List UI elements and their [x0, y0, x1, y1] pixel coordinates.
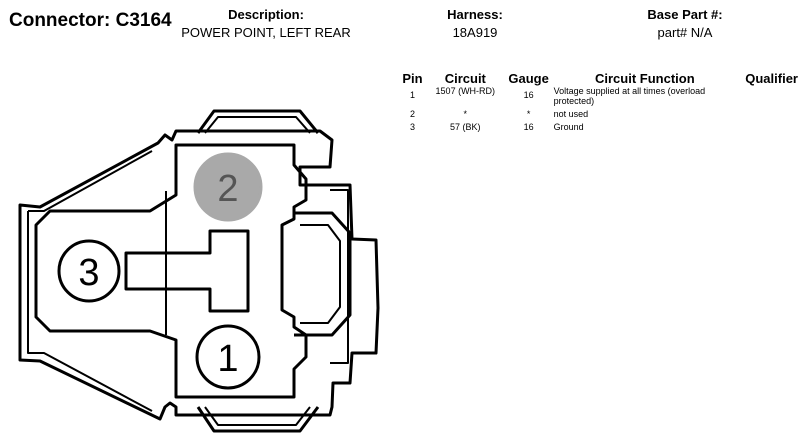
- pin-table: Pin Circuit Gauge Circuit Function Quali…: [398, 70, 798, 133]
- circuit-code: *: [463, 109, 468, 119]
- base-part-value: part# N/A: [657, 25, 713, 40]
- description-value: POWER POINT, LEFT REAR: [181, 25, 351, 40]
- pin-table-header: Pin Circuit Gauge Circuit Function Quali…: [398, 70, 798, 86]
- connector-face-diagram: 2 3 1: [18, 109, 380, 433]
- pin-1-label: 1: [217, 338, 238, 380]
- pin-number: 3: [409, 122, 415, 132]
- circuit-function: not used: [553, 109, 589, 119]
- connector-outer-shell: [18, 129, 380, 421]
- wire-gauge: 16: [523, 90, 534, 100]
- pin-number: 1: [409, 90, 415, 100]
- right-rail: [330, 189, 349, 364]
- wire-gauge: *: [526, 109, 531, 119]
- right-lock-inner: [300, 224, 341, 324]
- table-row: 2 * * not used: [398, 106, 798, 119]
- connector-outer-shell-inner: [27, 150, 153, 412]
- description-block: Description: POWER POINT, LEFT REAR: [166, 7, 366, 40]
- circuit-function: Ground: [553, 122, 584, 132]
- pin-2-cavity: [193, 152, 263, 222]
- column-header-gauge: Gauge: [508, 70, 549, 86]
- column-header-qualifier: Qualifier: [745, 70, 798, 86]
- inner-chamber: [34, 143, 308, 399]
- table-row: 1 1507 (WH-RD) 16 Voltage supplied at al…: [398, 86, 798, 106]
- column-header-circuit-function: Circuit Function: [594, 70, 695, 86]
- right-lock-outer: [294, 211, 352, 337]
- pin-2-label: 2: [217, 168, 238, 210]
- base-part-block: Base Part #: part# N/A: [610, 7, 760, 40]
- wire-gauge: 16: [523, 122, 534, 132]
- circuit-code: 57 (BK): [450, 122, 481, 132]
- terminal-blade: [124, 229, 250, 313]
- column-header-circuit: Circuit: [444, 70, 486, 86]
- base-part-label: Base Part #:: [647, 7, 723, 22]
- qualifier: [732, 86, 798, 106]
- connector-title: Connector: C3164: [9, 10, 172, 31]
- harness-value: 18A919: [452, 25, 498, 40]
- qualifier: [732, 106, 798, 119]
- harness-block: Harness: 18A919: [415, 7, 535, 40]
- circuit-code: 1507 (WH-RD): [435, 86, 496, 96]
- column-header-pin: Pin: [402, 70, 423, 86]
- pin-3-label: 3: [78, 252, 99, 294]
- pin-3-cavity: [57, 239, 121, 303]
- table-row: 3 57 (BK) 16 Ground: [398, 119, 798, 132]
- bottom-latch: [196, 406, 320, 433]
- pin-1-cavity: [195, 324, 261, 390]
- pin-number: 2: [409, 109, 415, 119]
- qualifier: [732, 119, 798, 132]
- circuit-function: Voltage supplied at all times (overload …: [553, 86, 706, 106]
- description-label: Description:: [228, 7, 304, 22]
- top-latch: [196, 109, 320, 134]
- harness-label: Harness:: [447, 7, 503, 22]
- top-latch-inner: [204, 116, 311, 134]
